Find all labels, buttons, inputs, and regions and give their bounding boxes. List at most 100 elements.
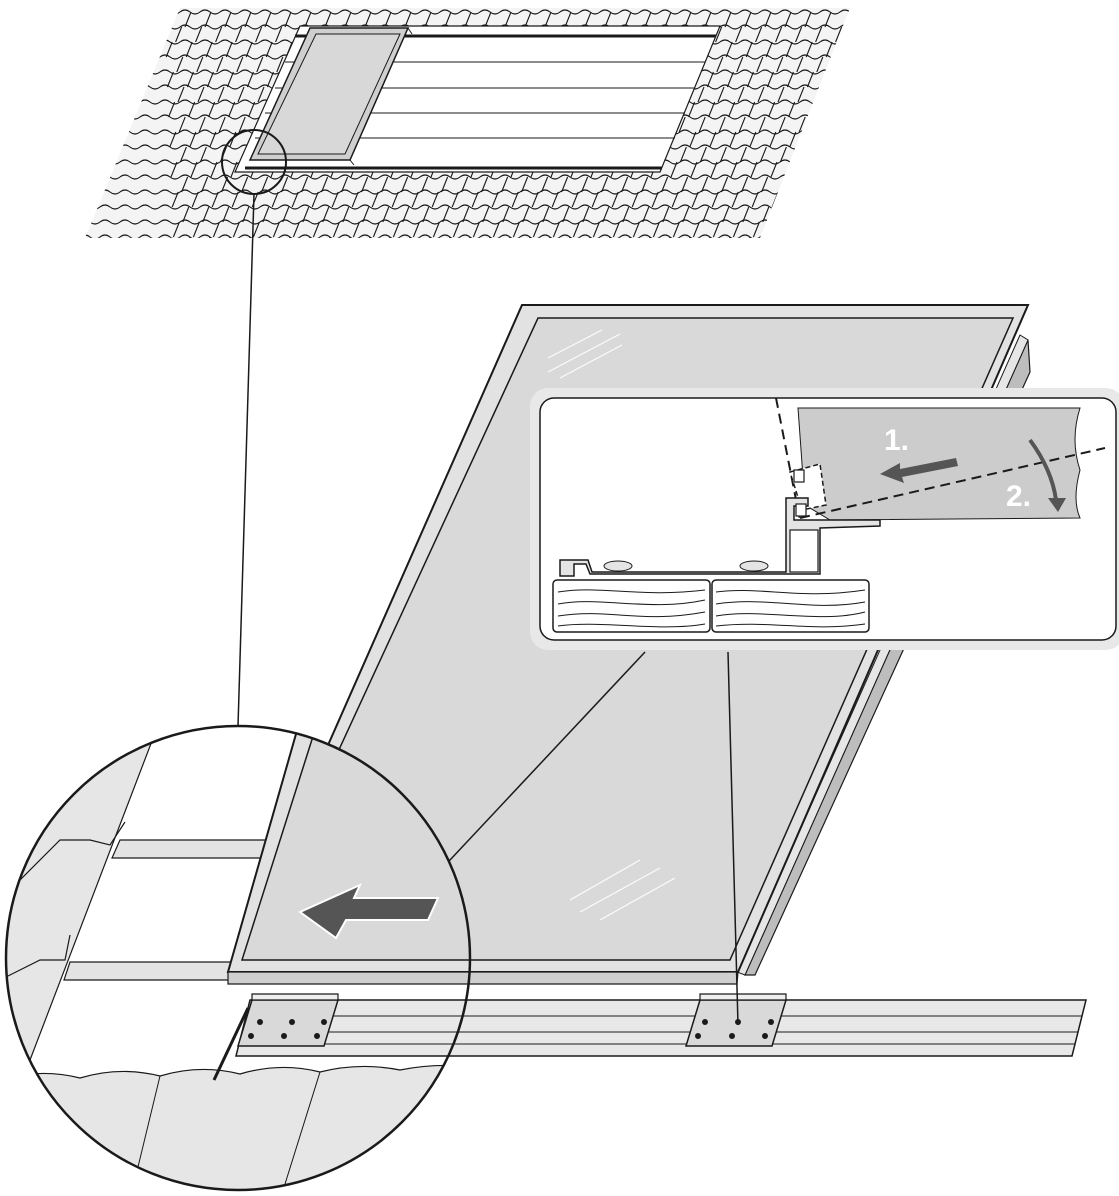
- roof-tile-edge: [402, 206, 410, 223]
- roof-tile-edge: [484, 11, 492, 28]
- roof-tile-edge: [950, 132, 956, 147]
- roof-tile-edge: [825, 41, 833, 58]
- roof-tile-edge: [282, 206, 290, 223]
- roof-tile-edge: [622, 206, 630, 223]
- roof-tile-edge: [744, 11, 752, 28]
- roof-tile-edge: [806, 71, 814, 88]
- roof-tile-edge: [670, 161, 678, 178]
- roof-tile-edge: [271, 191, 279, 208]
- roof-tile-row: [85, 219, 850, 225]
- roof-tile-edge: [190, 161, 198, 178]
- roof-tile-edge: [795, 26, 803, 43]
- roof-tile-edge: [882, 177, 888, 192]
- arrow-left-icon: [298, 882, 440, 940]
- roof-tile-edge: [870, 132, 876, 147]
- roof-tile-edge: [217, 86, 225, 103]
- roof-tile-edge: [532, 221, 540, 238]
- roof-tile-edge: [893, 222, 899, 237]
- roof-tile-edge: [980, 147, 986, 162]
- roof-tile-edge: [718, 116, 726, 133]
- roof-tile-edge: [281, 176, 289, 193]
- roof-tile-edge: [877, 57, 883, 72]
- roof-tile-edge: [872, 192, 878, 207]
- roof-tile-edge: [796, 56, 804, 73]
- roof-tile-edge: [322, 206, 330, 223]
- roof-tile-edge: [464, 11, 472, 28]
- roof-tile-edge: [352, 221, 360, 238]
- roof-tile-edge: [769, 131, 777, 148]
- roof-tile-edge: [691, 191, 699, 208]
- roof-tile-edge: [264, 11, 272, 28]
- roof-tile-edge: [168, 101, 176, 118]
- roof-tile-edge: [701, 176, 709, 193]
- roof-tile-edge: [384, 11, 392, 28]
- roof-tile-edge: [858, 87, 864, 102]
- roof-tile-edge: [679, 146, 687, 163]
- roof-tile-edge: [716, 56, 724, 73]
- roof-tile-edge: [772, 221, 780, 238]
- roof-tile-edge: [621, 176, 629, 193]
- roof-tile-edge: [189, 131, 197, 148]
- roof-tile-edge: [383, 236, 391, 238]
- roof-tile-edge: [452, 221, 460, 238]
- roof-tile-edge: [905, 12, 911, 27]
- roof-tile-edge: [372, 221, 380, 238]
- roof-overview: [85, 8, 986, 238]
- roof-tile-edge: [879, 117, 885, 132]
- roof-tile-edge: [960, 147, 966, 162]
- roof-tile-edge: [890, 132, 896, 147]
- roof-tile-edge: [749, 131, 757, 148]
- roof-tile-edge: [731, 191, 739, 208]
- roof-tile-edge: [784, 11, 792, 28]
- roof-tile-edge: [432, 221, 440, 238]
- detail-leader-line-right: [727, 651, 739, 1026]
- roof-tile-edge: [321, 176, 329, 193]
- roof-tile-edge: [682, 206, 690, 223]
- roof-tile-edge: [835, 26, 843, 43]
- roof-tile-edge: [937, 57, 943, 72]
- roof-tile-edge: [913, 222, 919, 237]
- roof-tile-edge: [241, 176, 249, 193]
- roof-tile-edge: [171, 191, 179, 208]
- roof-tile-edge: [323, 236, 331, 238]
- roof-tile-edge: [797, 86, 805, 103]
- roof-tile-edge: [759, 146, 767, 163]
- roof-tile-edge: [443, 236, 451, 238]
- roof-tile-edge: [816, 56, 824, 73]
- roof-tile-edge: [302, 206, 310, 223]
- roof-tile-edge: [725, 41, 733, 58]
- roof-tile-edge: [956, 27, 962, 42]
- roof-tile-edge: [887, 72, 893, 87]
- roof-tile-edge: [859, 117, 865, 132]
- roof-tile-edge: [602, 206, 610, 223]
- roof-tile-edge: [362, 206, 370, 223]
- roof-tile-edge: [911, 162, 917, 177]
- roof-tile-edge: [236, 56, 244, 73]
- roof-tile-edge: [651, 191, 659, 208]
- roof-tile-edge: [939, 117, 945, 132]
- roof-tile-edge: [642, 206, 650, 223]
- roof-tile-edge: [226, 71, 234, 88]
- roof-tile-edge: [164, 11, 172, 28]
- roof-tile-edge: [873, 222, 879, 237]
- roof-tile-edge: [252, 221, 260, 238]
- roof-tile-edge: [699, 146, 707, 163]
- roof-tile-edge: [978, 87, 984, 102]
- roof-tile-edge: [845, 41, 850, 58]
- roof-tile-edge: [228, 101, 236, 118]
- roof-tile-edge: [726, 71, 734, 88]
- roof-tile-edge: [799, 146, 807, 163]
- roof-tile-edge: [522, 206, 530, 223]
- roof-tile-edge: [205, 41, 213, 58]
- roof-tile-edge: [442, 206, 450, 223]
- roof-tile-edge: [805, 41, 813, 58]
- roof-tile-edge: [192, 221, 200, 238]
- roof-tile-edge: [641, 176, 649, 193]
- roof-tile-edge: [880, 147, 886, 162]
- roof-tile-edge: [783, 236, 791, 238]
- roof-tile-edge: [272, 221, 280, 238]
- detail-box: 1. 2.: [530, 388, 1119, 650]
- roof-tile-edge: [512, 221, 520, 238]
- roof-tile-edge: [292, 221, 300, 238]
